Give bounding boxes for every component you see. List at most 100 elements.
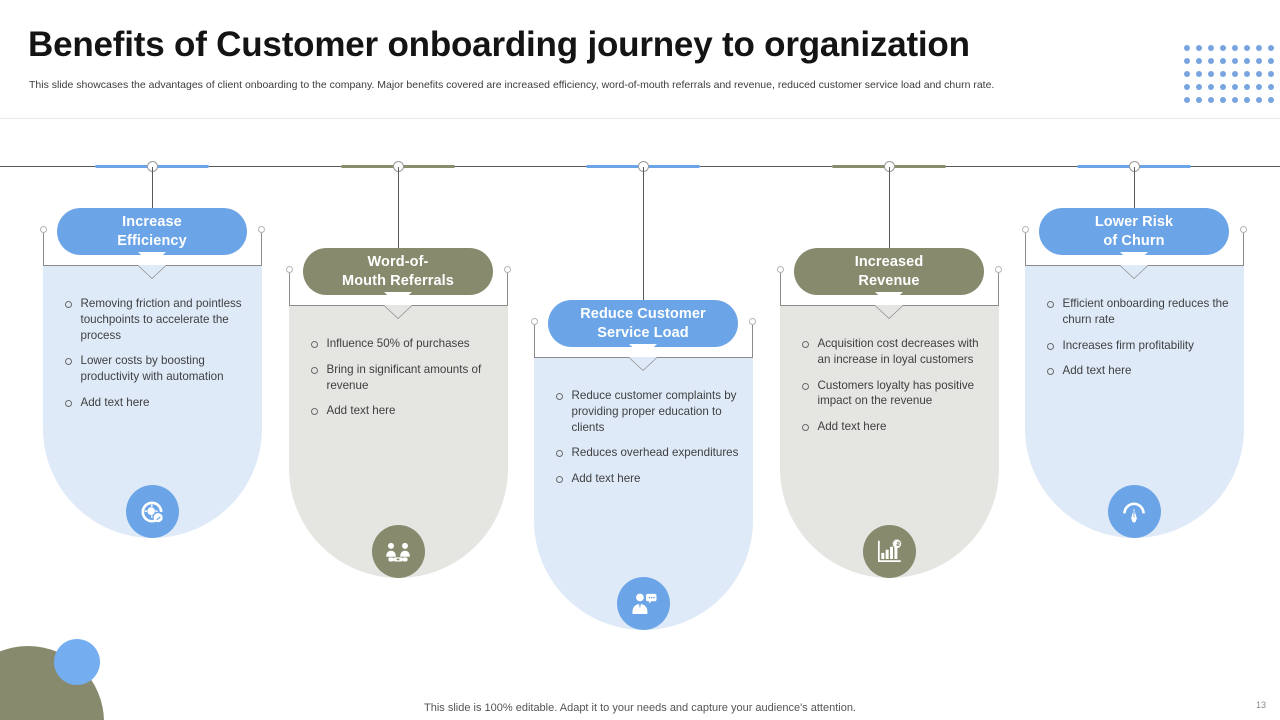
bracket-dot-right	[1239, 226, 1247, 233]
notch-mask	[384, 292, 412, 305]
benefit-bullet-item: Add text here	[1043, 363, 1231, 379]
dot	[1196, 71, 1202, 77]
dot	[1184, 84, 1190, 90]
bracket-dot-right	[748, 318, 756, 325]
bracket-dot-left	[776, 266, 784, 273]
dot	[1196, 45, 1202, 51]
dot	[1220, 84, 1226, 90]
bracket-dot-right	[503, 266, 511, 273]
timeline-connector	[152, 167, 153, 233]
benefit-bullet-list: Acquisition cost decreases with an incre…	[798, 336, 986, 445]
dot	[1232, 71, 1238, 77]
people-referral-icon	[371, 525, 425, 578]
dot	[1256, 71, 1262, 77]
dot	[1220, 58, 1226, 64]
dot	[1268, 84, 1274, 90]
benefit-bullet-item: Efficient onboarding reduces the churn r…	[1043, 296, 1231, 328]
notch-mask	[875, 292, 903, 305]
benefit-bullet-item: Reduce customer complaints by providing …	[552, 388, 740, 435]
dot	[1196, 58, 1202, 64]
dot	[1220, 71, 1226, 77]
dot	[1244, 45, 1250, 51]
dot	[1256, 45, 1262, 51]
bracket-dot-left	[530, 318, 538, 325]
timeline-connector	[643, 167, 644, 325]
notch-fill	[629, 357, 657, 370]
notch-mask	[629, 344, 657, 357]
dot	[1208, 84, 1214, 90]
dot	[1256, 84, 1262, 90]
efficiency-gauge-icon	[125, 485, 179, 538]
dot	[1196, 97, 1202, 103]
bracket-dot-right	[257, 226, 265, 233]
timeline-connector	[1134, 167, 1135, 233]
dot	[1268, 97, 1274, 103]
benefit-bullet-item: Removing friction and pointless touchpoi…	[61, 296, 249, 343]
dot	[1208, 45, 1214, 51]
dot-grid-decoration	[1184, 45, 1280, 107]
dot	[1232, 58, 1238, 64]
dot	[1208, 71, 1214, 77]
benefit-bullet-item: Add text here	[307, 403, 495, 419]
dot	[1244, 84, 1250, 90]
timeline-connector	[889, 167, 890, 273]
notch-fill	[384, 305, 412, 318]
dot	[1232, 97, 1238, 103]
churn-gauge-icon	[1107, 485, 1161, 538]
dot	[1232, 84, 1238, 90]
dot	[1244, 71, 1250, 77]
benefit-bullet-item: Add text here	[552, 471, 740, 487]
benefit-bullet-item: Customers loyalty has positive impact on…	[798, 378, 986, 410]
footer-note: This slide is 100% editable. Adapt it to…	[424, 702, 856, 714]
dot	[1184, 45, 1190, 51]
benefit-bullet-list: Removing friction and pointless touchpoi…	[61, 296, 249, 421]
dot	[1208, 58, 1214, 64]
timeline-connector	[398, 167, 399, 273]
benefit-bullet-item: Bring in significant amounts of revenue	[307, 362, 495, 394]
dot	[1244, 97, 1250, 103]
benefit-bullet-list: Reduce customer complaints by providing …	[552, 388, 740, 497]
notch-fill	[138, 265, 166, 278]
page-number: 13	[1255, 700, 1266, 710]
benefit-title-pill[interactable]: Word-of-Mouth Referrals	[303, 248, 493, 295]
dot	[1184, 71, 1190, 77]
notch-fill	[1120, 265, 1148, 278]
benefit-bullet-list: Efficient onboarding reduces the churn r…	[1043, 296, 1231, 389]
header-divider	[0, 118, 1280, 119]
benefit-bullet-item: Influence 50% of purchases	[307, 336, 495, 352]
benefit-bullet-item: Lower costs by boosting productivity wit…	[61, 353, 249, 385]
revenue-growth-icon	[862, 525, 916, 578]
bracket-dot-right	[994, 266, 1002, 273]
benefit-bullet-item: Add text here	[798, 419, 986, 435]
bracket-dot-left	[39, 226, 47, 233]
page-subtitle: This slide showcases the advantages of c…	[29, 79, 995, 91]
bracket-dot-left	[1021, 226, 1029, 233]
notch-mask	[138, 252, 166, 265]
dot	[1268, 71, 1274, 77]
dot	[1268, 58, 1274, 64]
benefit-bullet-item: Increases firm profitability	[1043, 338, 1231, 354]
dot	[1184, 58, 1190, 64]
benefit-bullet-item: Add text here	[61, 395, 249, 411]
notch-fill	[875, 305, 903, 318]
dot	[1220, 45, 1226, 51]
bracket-dot-left	[285, 266, 293, 273]
dot	[1208, 97, 1214, 103]
benefit-bullet-item: Acquisition cost decreases with an incre…	[798, 336, 986, 368]
benefit-bullet-item: Reduces overhead expenditures	[552, 445, 740, 461]
dot	[1268, 45, 1274, 51]
